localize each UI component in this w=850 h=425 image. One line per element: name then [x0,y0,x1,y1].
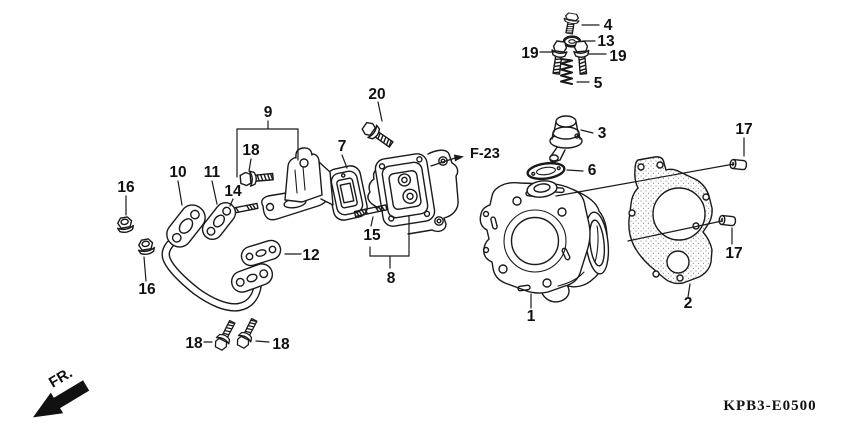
part-label-5: 5 [594,75,603,92]
spring-5-drawing [559,57,574,86]
leader-15 [370,216,374,227]
f23-arrowhead-icon [454,154,464,162]
part-label-18-bottom-left: 18 [185,335,203,352]
leader-f23-arrow-line [430,157,456,167]
part-label-4: 4 [604,17,613,34]
part-8-manifold-drawing [367,149,459,235]
bolt-20-drawing [359,119,397,152]
part-6-gasket-drawing [526,161,566,181]
bolt-18-bottom-left-drawing [211,318,240,353]
part-11-gasket-drawing [201,202,237,240]
leader-7 [341,154,348,169]
part-label-19-left: 19 [521,45,539,62]
leader-14 [229,198,234,207]
leader-17-bottom [627,220,733,245]
part-label-14: 14 [224,183,242,200]
part-label-19-right: 19 [609,48,627,65]
part-label-20: 20 [368,86,385,103]
part-9-bracket-drawing [261,147,334,221]
bolt-18-bottom-right-drawing [233,316,262,351]
nut-16-top-drawing [115,215,136,235]
bolt-4-drawing [561,11,581,36]
leader-2 [687,283,691,298]
part-label-10: 10 [169,164,186,181]
leader-17-top [555,137,745,197]
part-12-gasket-drawing [240,239,282,267]
leader-18-top [248,158,252,172]
part-10-pipe-drawing [161,204,274,312]
part-label-9: 9 [264,104,273,121]
diagram-code: KPB3-E0500 [723,398,816,414]
part-label-17-top: 17 [735,121,752,138]
part-labels: 4 13 19 19 5 3 6 17 17 2 1 20 7 9 18 14 … [117,17,752,353]
part-label-6: 6 [588,162,597,179]
part-label-2: 2 [684,295,693,312]
fr-label: FR. [46,364,75,391]
part-label-3: 3 [598,125,607,142]
part-label-12: 12 [302,247,319,264]
part-label-16-top: 16 [117,179,135,196]
leader-bracket-8 [369,215,410,269]
bolt-18-top-drawing [239,168,275,188]
part-label-1: 1 [527,308,536,325]
part-label-13: 13 [597,33,615,50]
leader-20 [377,101,383,122]
leader-6 [566,169,584,172]
fr-arrow-icon [32,380,90,418]
leader-3 [580,129,594,134]
part-label-18-bottom-right: 18 [272,336,290,353]
leader-11 [211,180,218,205]
nut-16-bottom-drawing [136,237,157,257]
leader-10 [177,180,183,206]
part-label-18-top: 18 [242,142,260,159]
f23-reference-label: F-23 [470,146,500,162]
part-label-8: 8 [387,270,396,287]
fr-direction-indicator: FR. [32,364,90,418]
part-label-7: 7 [338,138,347,155]
part-label-15: 15 [363,227,381,244]
part-label-17-bottom: 17 [725,245,742,262]
leader-18-bottom-right [255,340,270,343]
leader-bracket-9 [236,120,299,178]
part-1-cylinder-drawing [479,180,610,303]
leader-16-bottom [143,256,147,282]
bolt-19-right-drawing [572,40,592,76]
part-label-16-bottom: 16 [138,281,156,298]
part-3-valve-drawing [549,115,583,163]
leader-lines [125,24,745,343]
part-label-11: 11 [204,164,221,181]
